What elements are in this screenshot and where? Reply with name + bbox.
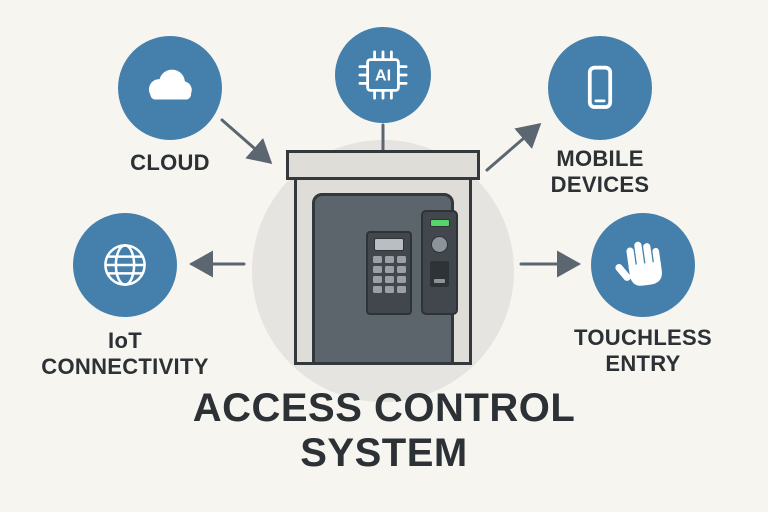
cloud-icon — [148, 69, 192, 100]
status-led-green — [429, 219, 450, 227]
keypad-panel — [366, 231, 412, 315]
keypad-key — [396, 256, 406, 263]
keypad-key — [372, 256, 382, 263]
keypad-key — [384, 276, 394, 283]
label-touchless-entry: TOUCHLESS ENTRY — [574, 325, 712, 376]
node-iot-connectivity — [73, 213, 177, 317]
card-reader — [421, 210, 458, 315]
keypad-key — [396, 266, 406, 273]
hand-icon — [615, 241, 662, 286]
keypad-key — [396, 276, 406, 283]
label-mobile-devices: MOBILE DEVICES — [550, 146, 650, 197]
keypad-key — [384, 266, 394, 273]
ai-chip-icon: AI — [358, 50, 408, 100]
reader-scanner — [431, 236, 448, 253]
globe-icon — [104, 244, 146, 286]
keypad-key — [372, 286, 382, 293]
smartphone-icon — [587, 65, 613, 109]
door-lintel — [286, 150, 480, 180]
keypad-key — [384, 286, 394, 293]
reader-slot-bar — [434, 279, 445, 283]
keypad-key — [372, 276, 382, 283]
keypad-key — [384, 256, 394, 263]
reader-slot — [430, 261, 449, 287]
ai-chip-label: AI — [375, 67, 391, 85]
label-cloud: CLOUD — [130, 150, 210, 175]
keypad-display — [374, 238, 404, 251]
keypad-key — [372, 266, 382, 273]
node-cloud — [118, 36, 222, 140]
node-ai-chip: AI — [335, 27, 431, 123]
node-touchless-entry — [591, 213, 695, 317]
keypad-key — [396, 286, 406, 293]
page-title: ACCESS CONTROL SYSTEM — [192, 386, 576, 475]
node-mobile-devices — [548, 36, 652, 140]
label-iot-connectivity: IoT CONNECTIVITY — [41, 328, 209, 379]
keypad-keys — [372, 256, 406, 293]
